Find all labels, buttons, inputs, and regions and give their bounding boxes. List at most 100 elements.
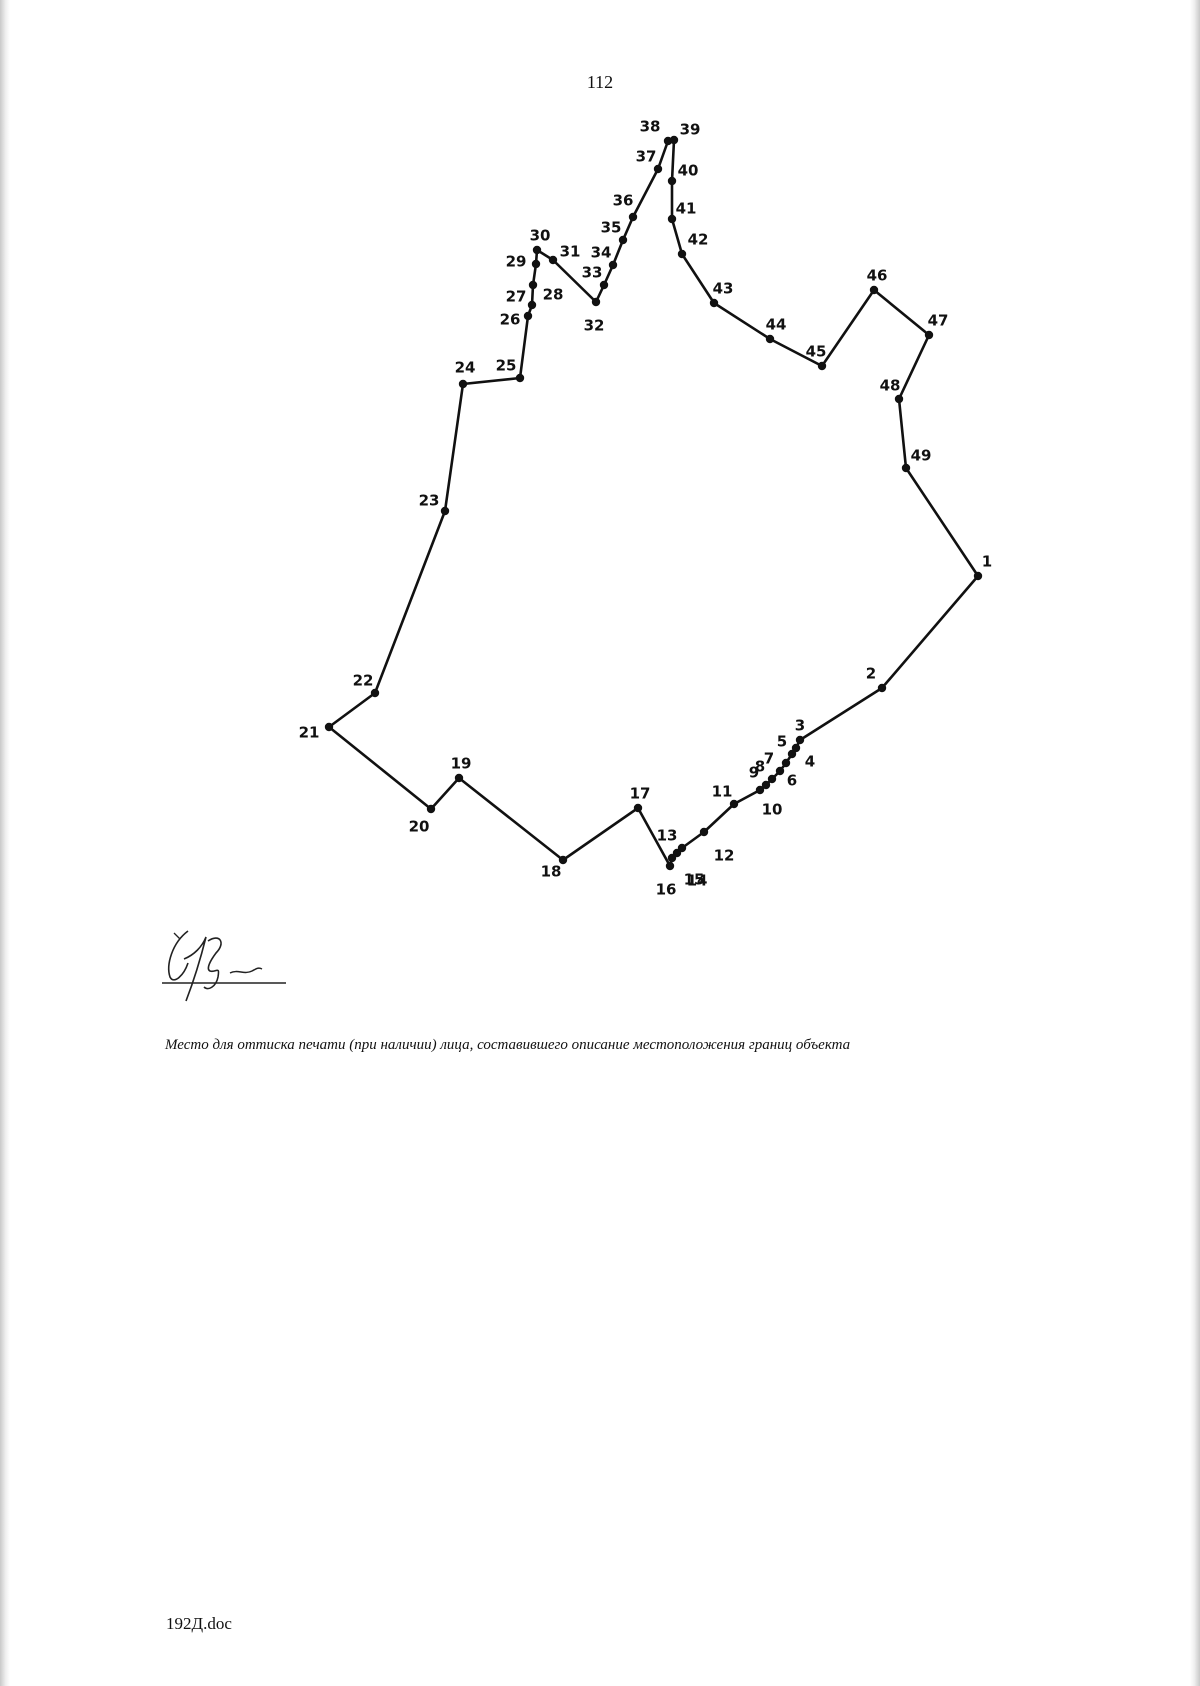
boundary-point-label: 3 [795, 717, 805, 735]
boundary-point-16 [665, 861, 675, 871]
boundary-point-21 [324, 722, 334, 732]
boundary-point-40 [667, 176, 677, 186]
boundary-point-1 [973, 571, 983, 581]
boundary-point-label: 28 [543, 286, 564, 304]
boundary-point-9 [761, 780, 771, 790]
boundary-point-43 [709, 298, 719, 308]
boundary-point-label: 46 [867, 267, 888, 285]
boundary-point-label: 5 [777, 733, 787, 751]
boundary-point-label: 13 [657, 827, 678, 845]
boundary-point-37 [653, 164, 663, 174]
boundary-point-42 [677, 249, 687, 259]
boundary-point-label: 12 [714, 847, 735, 865]
boundary-point-label: 10 [762, 801, 783, 819]
boundary-point-label: 37 [636, 148, 657, 166]
boundary-point-label: 41 [676, 200, 697, 218]
boundary-point-34 [608, 260, 618, 270]
boundary-point-label: 48 [880, 377, 901, 395]
boundary-point-25 [515, 373, 525, 383]
boundary-point-7 [775, 766, 785, 776]
boundary-point-32 [591, 297, 601, 307]
boundary-point-12 [699, 827, 709, 837]
boundary-point-49 [901, 463, 911, 473]
boundary-point-label: 33 [582, 264, 603, 282]
boundary-point-35 [618, 235, 628, 245]
boundary-point-label: 15 [684, 871, 705, 889]
boundary-point-2 [877, 683, 887, 693]
boundary-point-label: 20 [409, 818, 430, 836]
boundary-point-label: 8 [755, 758, 765, 776]
boundary-point-label: 43 [713, 280, 734, 298]
boundary-point-47 [924, 330, 934, 340]
boundary-point-28 [528, 280, 538, 290]
boundary-point-39 [669, 135, 679, 145]
boundary-point-label: 1 [982, 553, 992, 571]
boundary-point-4 [791, 743, 801, 753]
boundary-point-label: 17 [630, 785, 651, 803]
boundary-point-label: 47 [928, 312, 949, 330]
boundary-point-label: 45 [806, 343, 827, 361]
boundary-point-19 [454, 773, 464, 783]
boundary-point-label: 36 [613, 192, 634, 210]
boundary-point-label: 24 [455, 359, 476, 377]
boundary-point-24 [458, 379, 468, 389]
boundary-point-41 [667, 214, 677, 224]
boundary-point-label: 39 [680, 121, 701, 139]
boundary-point-18 [558, 855, 568, 865]
boundary-point-label: 6 [787, 772, 797, 790]
boundary-point-6 [781, 758, 791, 768]
boundary-point-label: 7 [764, 750, 774, 768]
boundary-point-label: 14 [687, 872, 708, 890]
boundary-point-3 [795, 735, 805, 745]
boundary-points [324, 135, 983, 871]
boundary-point-26 [523, 311, 533, 321]
signature [162, 930, 286, 1002]
boundary-point-label: 40 [678, 162, 699, 180]
boundary-point-10 [755, 785, 765, 795]
boundary-point-label: 23 [419, 492, 440, 510]
scan-edge-right [1190, 0, 1200, 1686]
boundary-point-label: 29 [506, 253, 527, 271]
boundary-point-30 [532, 245, 542, 255]
boundary-point-29 [531, 259, 541, 269]
boundary-point-label: 4 [805, 753, 815, 771]
boundary-point-31 [548, 255, 558, 265]
boundary-point-label: 27 [506, 288, 527, 306]
boundary-point-20 [426, 804, 436, 814]
boundary-point-48 [894, 394, 904, 404]
page-number: 112 [586, 72, 614, 92]
boundary-point-22 [370, 688, 380, 698]
boundary-point-label: 35 [601, 219, 622, 237]
boundary-point-label: 22 [353, 672, 374, 690]
boundary-point-15 [667, 853, 677, 863]
boundary-point-label: 49 [911, 447, 932, 465]
boundary-point-17 [633, 803, 643, 813]
boundary-point-45 [817, 361, 827, 371]
boundary-point-label: 26 [500, 311, 521, 329]
boundary-point-label: 34 [591, 244, 612, 262]
boundary-point-label: 44 [766, 316, 787, 334]
stamp-caption: Место для оттиска печати (при наличии) л… [165, 1037, 851, 1053]
boundary-point-27 [527, 300, 537, 310]
boundary-point-label: 11 [712, 783, 733, 801]
boundary-point-label: 25 [496, 357, 517, 375]
boundary-point-23 [440, 506, 450, 516]
boundary-point-8 [767, 774, 777, 784]
scan-edge-left [0, 0, 10, 1686]
boundary-point-33 [599, 280, 609, 290]
boundary-point-label: 30 [530, 227, 551, 245]
file-name: 192Д.doc [166, 1614, 232, 1633]
boundary-point-label: 18 [541, 863, 562, 881]
boundary-point-label: 42 [688, 231, 709, 249]
boundary-point-11 [729, 799, 739, 809]
boundary-point-label: 2 [866, 665, 876, 683]
boundary-point-46 [869, 285, 879, 295]
boundary-point-label: 19 [451, 755, 472, 773]
boundary-point-label: 32 [584, 317, 605, 335]
boundary-point-label: 21 [299, 724, 320, 742]
boundary-point-label: 9 [749, 764, 759, 782]
boundary-point-label: 16 [656, 881, 677, 899]
boundary-point-44 [765, 334, 775, 344]
